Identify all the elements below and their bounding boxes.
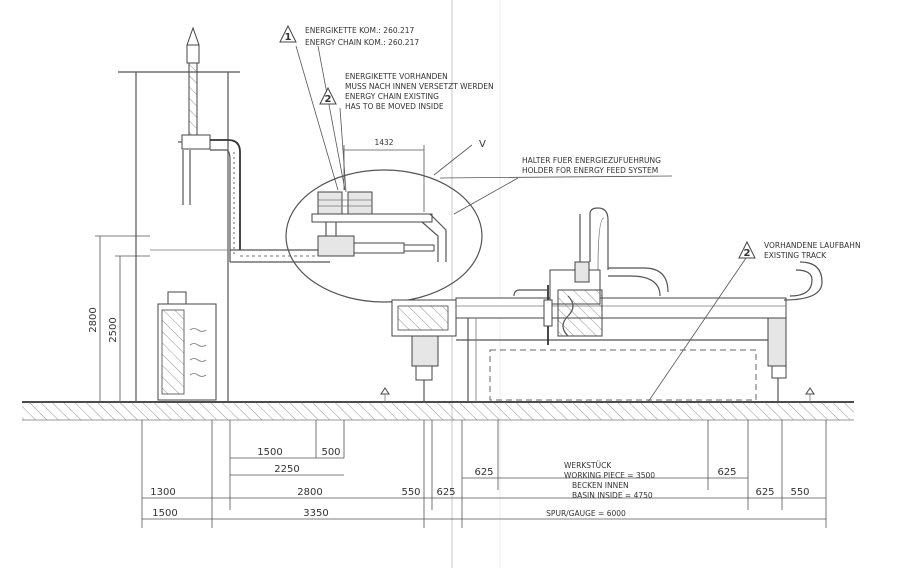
dim-2250: 2250 — [274, 464, 299, 475]
note-energy-chain-kom-en: ENERGY CHAIN KOM.: 260.217 — [305, 38, 419, 47]
basin — [489, 349, 757, 401]
energy-chain — [311, 191, 447, 262]
label-basin-en: BASIN INSIDE = 4750 — [572, 491, 653, 500]
label-workpiece-de: WERKSTÜCK — [564, 461, 612, 470]
dim-2800-vertical: 2800 — [88, 307, 99, 332]
detail-ellipse — [285, 144, 483, 303]
dim-625-c: 625 — [436, 487, 455, 498]
dim-625-b: 625 — [717, 467, 736, 478]
marker-2-number: 2 — [325, 94, 332, 105]
note-energy-chain-kom-de: ENERGIKETTE KOM.: 260.217 — [305, 26, 415, 35]
dim-3350: 3350 — [303, 508, 328, 519]
wall-column — [118, 71, 240, 402]
note-track-de: VORHANDENE LAUFBAHN — [764, 241, 861, 250]
label-workpiece-en: WORKING PIECE = 3500 — [564, 471, 655, 480]
rail-support-right — [767, 317, 787, 402]
note-leaders — [295, 45, 747, 403]
note-existing-en-2: HAS TO BE MOVED INSIDE — [345, 102, 444, 111]
note-markers — [279, 24, 756, 259]
note-existing-de-2: MUSS NACH INNEN VERSETZT WERDEN — [345, 82, 494, 91]
dim-1500-upper: 1500 — [257, 447, 282, 458]
dim-2800-horizontal: 2800 — [297, 487, 322, 498]
rail-support-left — [391, 299, 457, 402]
ground — [22, 401, 854, 421]
dim-500: 500 — [321, 447, 340, 458]
water-container — [157, 291, 217, 401]
level-marks — [380, 387, 815, 402]
detail-mark: V — [479, 139, 486, 150]
dimension-lines — [142, 457, 826, 520]
hose-loops — [513, 261, 823, 301]
note-holder-en: HOLDER FOR ENERGY FEED SYSTEM — [522, 166, 658, 175]
note-existing-en-1: ENERGY CHAIN EXISTING — [345, 92, 439, 101]
dim-625-d: 625 — [755, 487, 774, 498]
duct — [230, 249, 330, 263]
dim-1500-lower: 1500 — [152, 508, 177, 519]
dim-550-a: 550 — [401, 487, 420, 498]
dim-625-a: 625 — [474, 467, 493, 478]
dim-550-b: 550 — [790, 487, 809, 498]
dim-1300: 1300 — [150, 487, 175, 498]
dim-1432: 1432 — [374, 138, 393, 147]
label-gauge: SPUR/GAUGE = 6000 — [546, 509, 626, 518]
note-track-en: EXISTING TRACK — [764, 251, 827, 260]
dim-2500-vertical: 2500 — [108, 317, 119, 342]
note-existing-de-1: ENERGIKETTE VORHANDEN — [345, 72, 448, 81]
marker-2b-number: 2 — [744, 248, 751, 259]
torch-carriage — [543, 207, 609, 345]
vertical-dimensions — [95, 235, 150, 402]
gantry-beam — [455, 297, 787, 402]
dimension-extension-lines — [141, 420, 827, 528]
exhaust-stack — [178, 26, 241, 262]
note-holder-de: HALTER FUER ENERGIEZUFUEHRUNG — [522, 156, 661, 165]
marker-1-number: 1 — [285, 32, 292, 43]
label-basin-de: BECKEN INNEN — [572, 481, 629, 490]
